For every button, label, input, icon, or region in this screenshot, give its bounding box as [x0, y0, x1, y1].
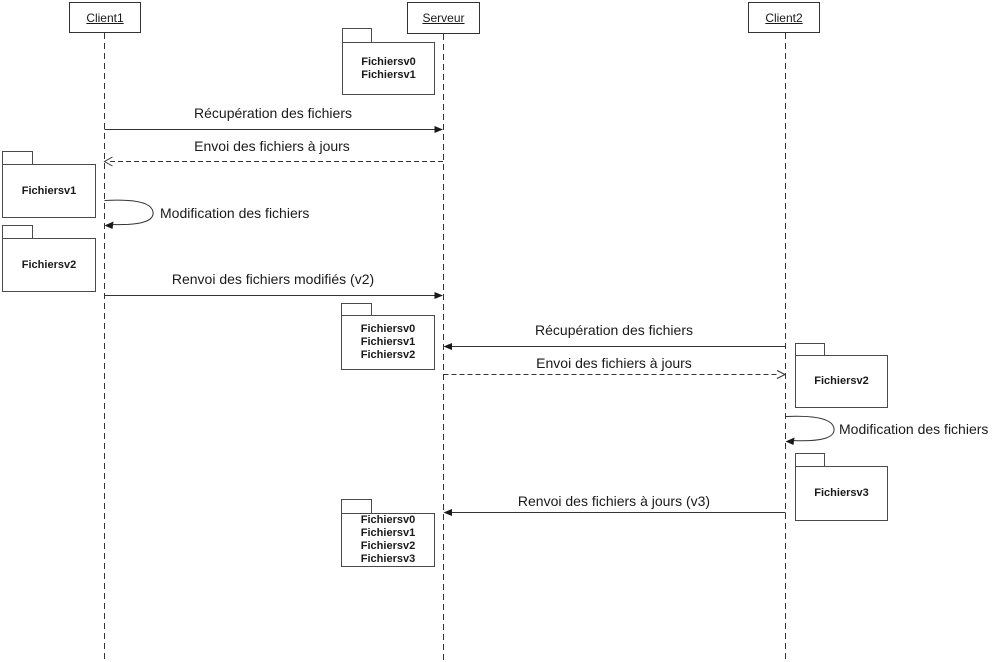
folder-line: Fichiersv0: [361, 55, 416, 68]
message-label-1: Récupération des fichiers: [194, 105, 352, 121]
arrowhead-message-4: [434, 292, 443, 299]
message-label-7: Modification des fichiers: [839, 421, 989, 437]
message-label-4: Renvoi des fichiers modifiés (v2): [171, 271, 375, 287]
self-message-loop-client1: [104, 199, 154, 226]
arrowhead-message-6: [776, 370, 787, 379]
actor-client2-label: Client2: [765, 10, 803, 25]
arrowhead-self-client2: [785, 437, 795, 445]
actor-client1: Client1: [69, 2, 141, 33]
arrowhead-message-2: [103, 156, 113, 167]
folder-tab-icon: [341, 499, 372, 514]
folder-line: Fichiersv2: [814, 375, 869, 387]
message-label-8: Renvoi des fichiers à jours (v3): [517, 493, 711, 509]
folder-line: Fichiersv2: [360, 540, 416, 552]
folder-line: Fichiersv3: [360, 553, 416, 565]
folder-line: Fichiersv0: [360, 514, 416, 526]
folder-tab-icon: [795, 453, 825, 467]
folder-tab-icon: [342, 28, 372, 43]
message-label-5: Récupération des fichiers: [535, 322, 693, 338]
arrowhead-message-5: [443, 343, 452, 350]
folder-line: Fichiersv2: [360, 349, 416, 361]
message-label-6: Envoi des fichiers à jours: [536, 355, 692, 371]
folder-line: Fichiersv1: [361, 68, 416, 81]
folder-line: Fichiersv3: [814, 487, 869, 499]
folder-line: Fichiersv0: [360, 323, 416, 335]
actor-serveur: Serveur: [407, 2, 480, 34]
message-label-2: Envoi des fichiers à jours: [194, 138, 350, 154]
folder-tab-icon: [2, 151, 33, 165]
folder-line: Fichiersv2: [21, 258, 77, 271]
arrowhead-message-1: [434, 126, 443, 133]
actor-client2: Client2: [748, 2, 820, 33]
arrowhead-self-client1: [104, 221, 114, 229]
folder-tab-icon: [2, 225, 33, 239]
folder-line: Fichiersv1: [21, 184, 77, 197]
arrowhead-message-8: [443, 509, 452, 516]
folder-line: Fichiersv1: [360, 527, 416, 539]
folder-line: Fichiersv1: [360, 336, 416, 348]
message-label-3: Modification des fichiers: [160, 205, 310, 221]
actor-client1-label: Client1: [86, 10, 124, 25]
actor-serveur-label: Serveur: [422, 11, 465, 25]
self-message-loop-client2: [785, 415, 835, 442]
